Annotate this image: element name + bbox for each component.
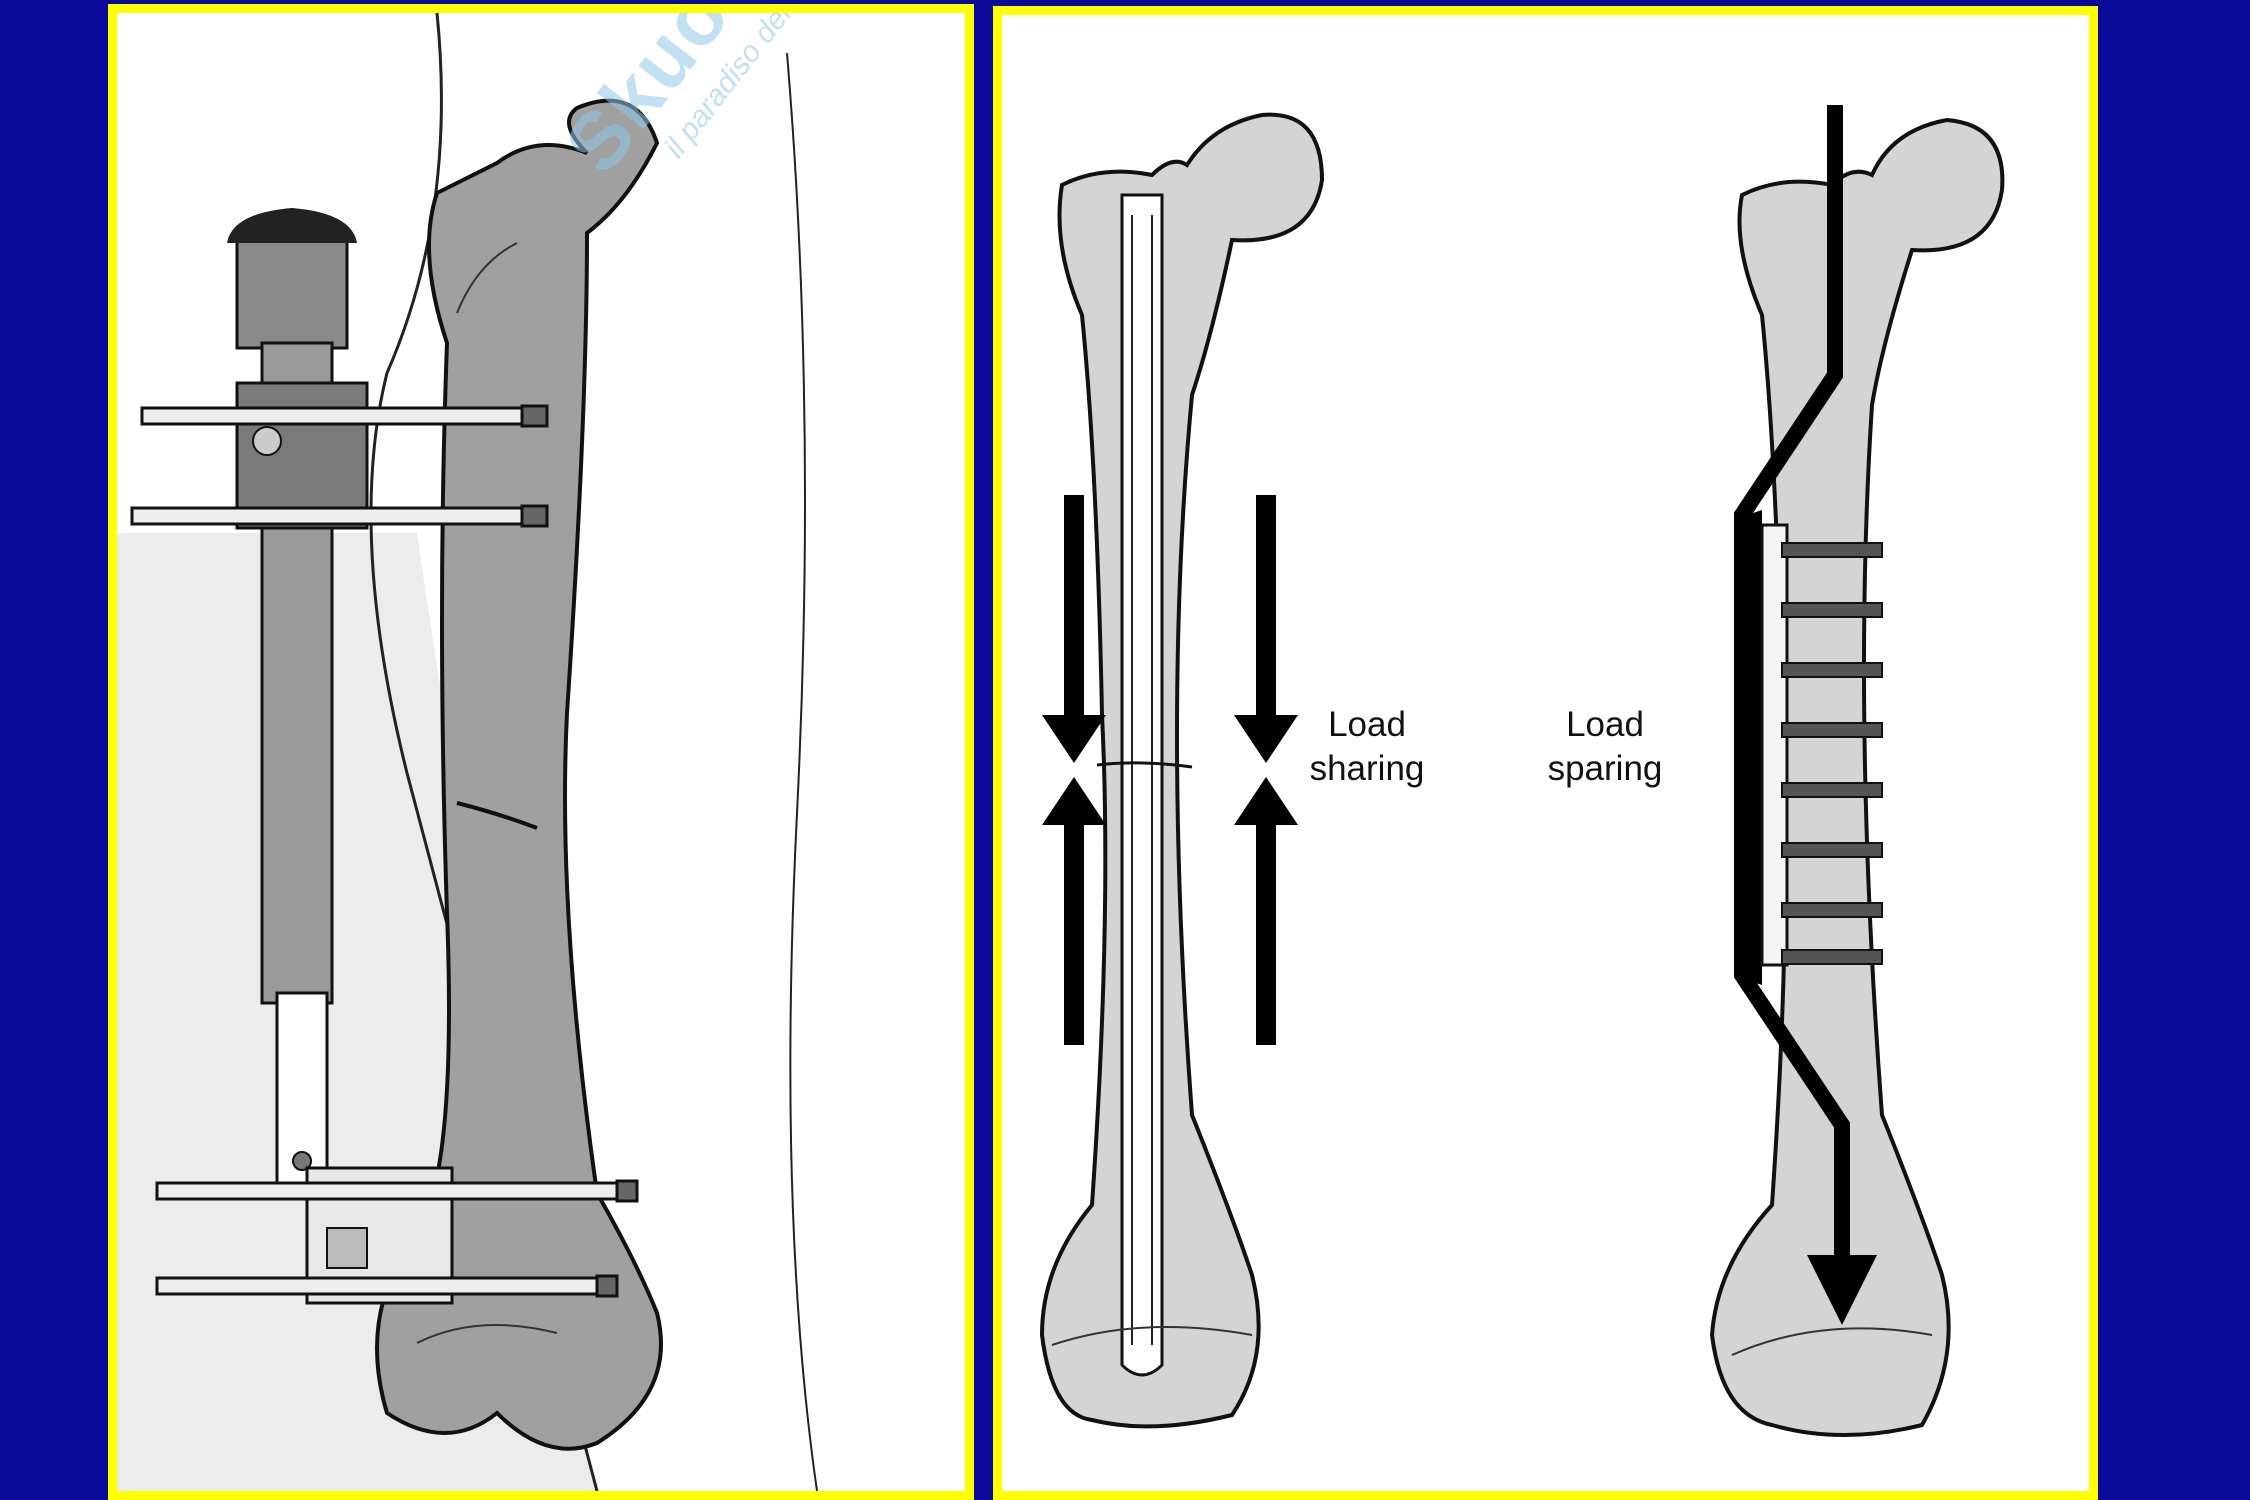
fixation-pins <box>130 406 629 1296</box>
load-sharing-label: Load sharing <box>1292 703 1442 791</box>
fracture-line-nail <box>1096 761 1193 769</box>
load-sharing-line1: Load <box>1328 705 1406 744</box>
arrow-up-icon <box>1234 777 1298 1045</box>
arrow-down-icon <box>1042 495 1106 763</box>
load-sparing-label: Load sparing <box>1530 703 1680 791</box>
arrow-down-icon <box>1234 495 1298 763</box>
femur-with-nail <box>1039 112 1325 1429</box>
load-comparison-panel: Load sharing Load sparing <box>993 6 2098 1500</box>
external-fixator-illustration <box>117 13 818 1491</box>
load-sparing-line2: sparing <box>1547 749 1663 788</box>
load-comparison-illustration <box>1039 105 2005 1437</box>
external-fixator-panel: Skuola.net il paradiso dello studente <box>108 4 974 1500</box>
long-arrow-down-icon <box>1734 105 1850 1265</box>
load-sharing-arrows <box>1042 495 1298 1045</box>
load-sparing-line1: Load <box>1566 705 1644 744</box>
thigh-outline <box>786 52 818 1491</box>
plate-screws <box>1781 542 1883 965</box>
upper-clamp <box>235 381 369 530</box>
load-sharing-line2: sharing <box>1309 749 1425 788</box>
femur-bone <box>375 98 663 1451</box>
arrow-head-icon <box>1807 1255 1877 1325</box>
arrow-up-icon <box>1042 777 1106 1045</box>
bone-plate <box>1747 510 1789 985</box>
compression-knob <box>227 208 357 243</box>
fracture-line <box>456 801 538 830</box>
intramedullary-nail <box>1120 193 1164 1377</box>
